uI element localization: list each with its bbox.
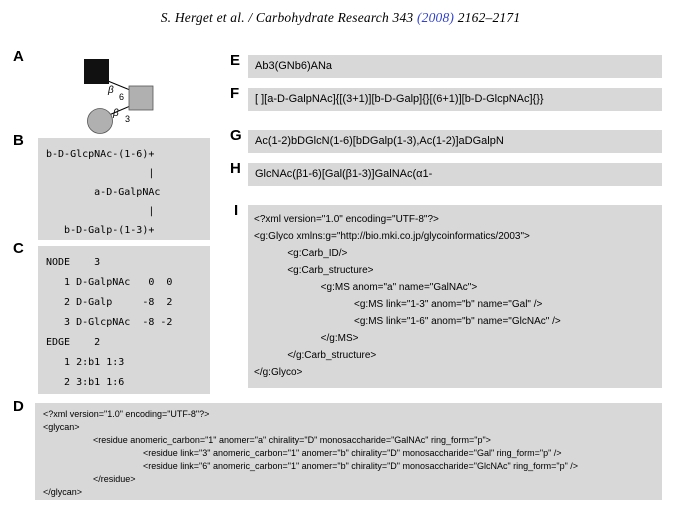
panel-label-d: D xyxy=(13,398,24,415)
panel-i-box: <?xml version="1.0" encoding="UTF-8"?> <… xyxy=(248,205,662,388)
panel-f-box: [ ][a-D-GalpNAc]{[(3+1)][b-D-Galp]{}[(6+… xyxy=(248,88,662,111)
panel-label-e: E xyxy=(230,52,241,69)
panel-label-a: A xyxy=(13,48,24,65)
panel-e-code: Ab3(GNb6)ANa xyxy=(255,60,333,72)
panel-label-b: B xyxy=(13,132,24,149)
panel-c-code: NODE 3 1 D-GalpNAc 0 0 2 D-Galp -8 2 3 D… xyxy=(46,257,173,388)
panel-e-box: Ab3(GNb6)ANa xyxy=(248,55,662,78)
running-head: S. Herget et al. / Carbohydrate Research… xyxy=(0,10,681,26)
panel-label-g: G xyxy=(230,127,242,144)
panel-i-code: <?xml version="1.0" encoding="UTF-8"?> <… xyxy=(254,214,561,378)
citation-pages: 2162–2171 xyxy=(454,10,521,25)
panel-f-code: [ ][a-D-GalpNAc]{[(3+1)][b-D-Galp]{}[(6+… xyxy=(255,93,544,105)
panel-label-f: F xyxy=(230,85,240,102)
residue-black-square-icon xyxy=(84,59,109,84)
citation-year: (2008) xyxy=(416,10,455,25)
panel-h-box: GlcNAc(β1-6)[Gal(β1-3)]GalNAc(α1- xyxy=(248,163,662,186)
panel-d-box: <?xml version="1.0" encoding="UTF-8"?> <… xyxy=(35,403,662,500)
upper-anomer-label: β xyxy=(107,85,114,96)
panel-label-h: H xyxy=(230,160,241,177)
glycan-diagram: β 6 β 3 xyxy=(84,59,154,134)
lower-position-label: 3 xyxy=(125,114,130,124)
upper-position-label: 6 xyxy=(119,92,124,102)
panel-g-box: Ac(1-2)bDGlcN(1-6)[bDGalp(1-3),Ac(1-2)]a… xyxy=(248,130,662,153)
panel-b-box: b-D-GlcpNAc-(1-6)+ | a-D-GalpNAc | b-D-G… xyxy=(38,138,210,240)
panel-c-box: NODE 3 1 D-GalpNAc 0 0 2 D-Galp -8 2 3 D… xyxy=(38,246,210,394)
residue-gray-square-icon xyxy=(128,85,154,111)
panel-h-code: GlcNAc(β1-6)[Gal(β1-3)]GalNAc(α1- xyxy=(255,168,433,180)
lower-anomer-label: β xyxy=(112,108,119,119)
citation-text: S. Herget et al. / Carbohydrate Research… xyxy=(160,10,417,25)
panel-g-code: Ac(1-2)bDGlcN(1-6)[bDGalp(1-3),Ac(1-2)]a… xyxy=(255,135,504,147)
residue-gray-circle-icon xyxy=(87,108,113,134)
panel-b-code: b-D-GlcpNAc-(1-6)+ | a-D-GalpNAc | b-D-G… xyxy=(46,149,161,236)
panel-d-code: <?xml version="1.0" encoding="UTF-8"?> <… xyxy=(43,409,579,497)
panel-label-i: I xyxy=(234,202,239,219)
panel-label-c: C xyxy=(13,240,24,257)
